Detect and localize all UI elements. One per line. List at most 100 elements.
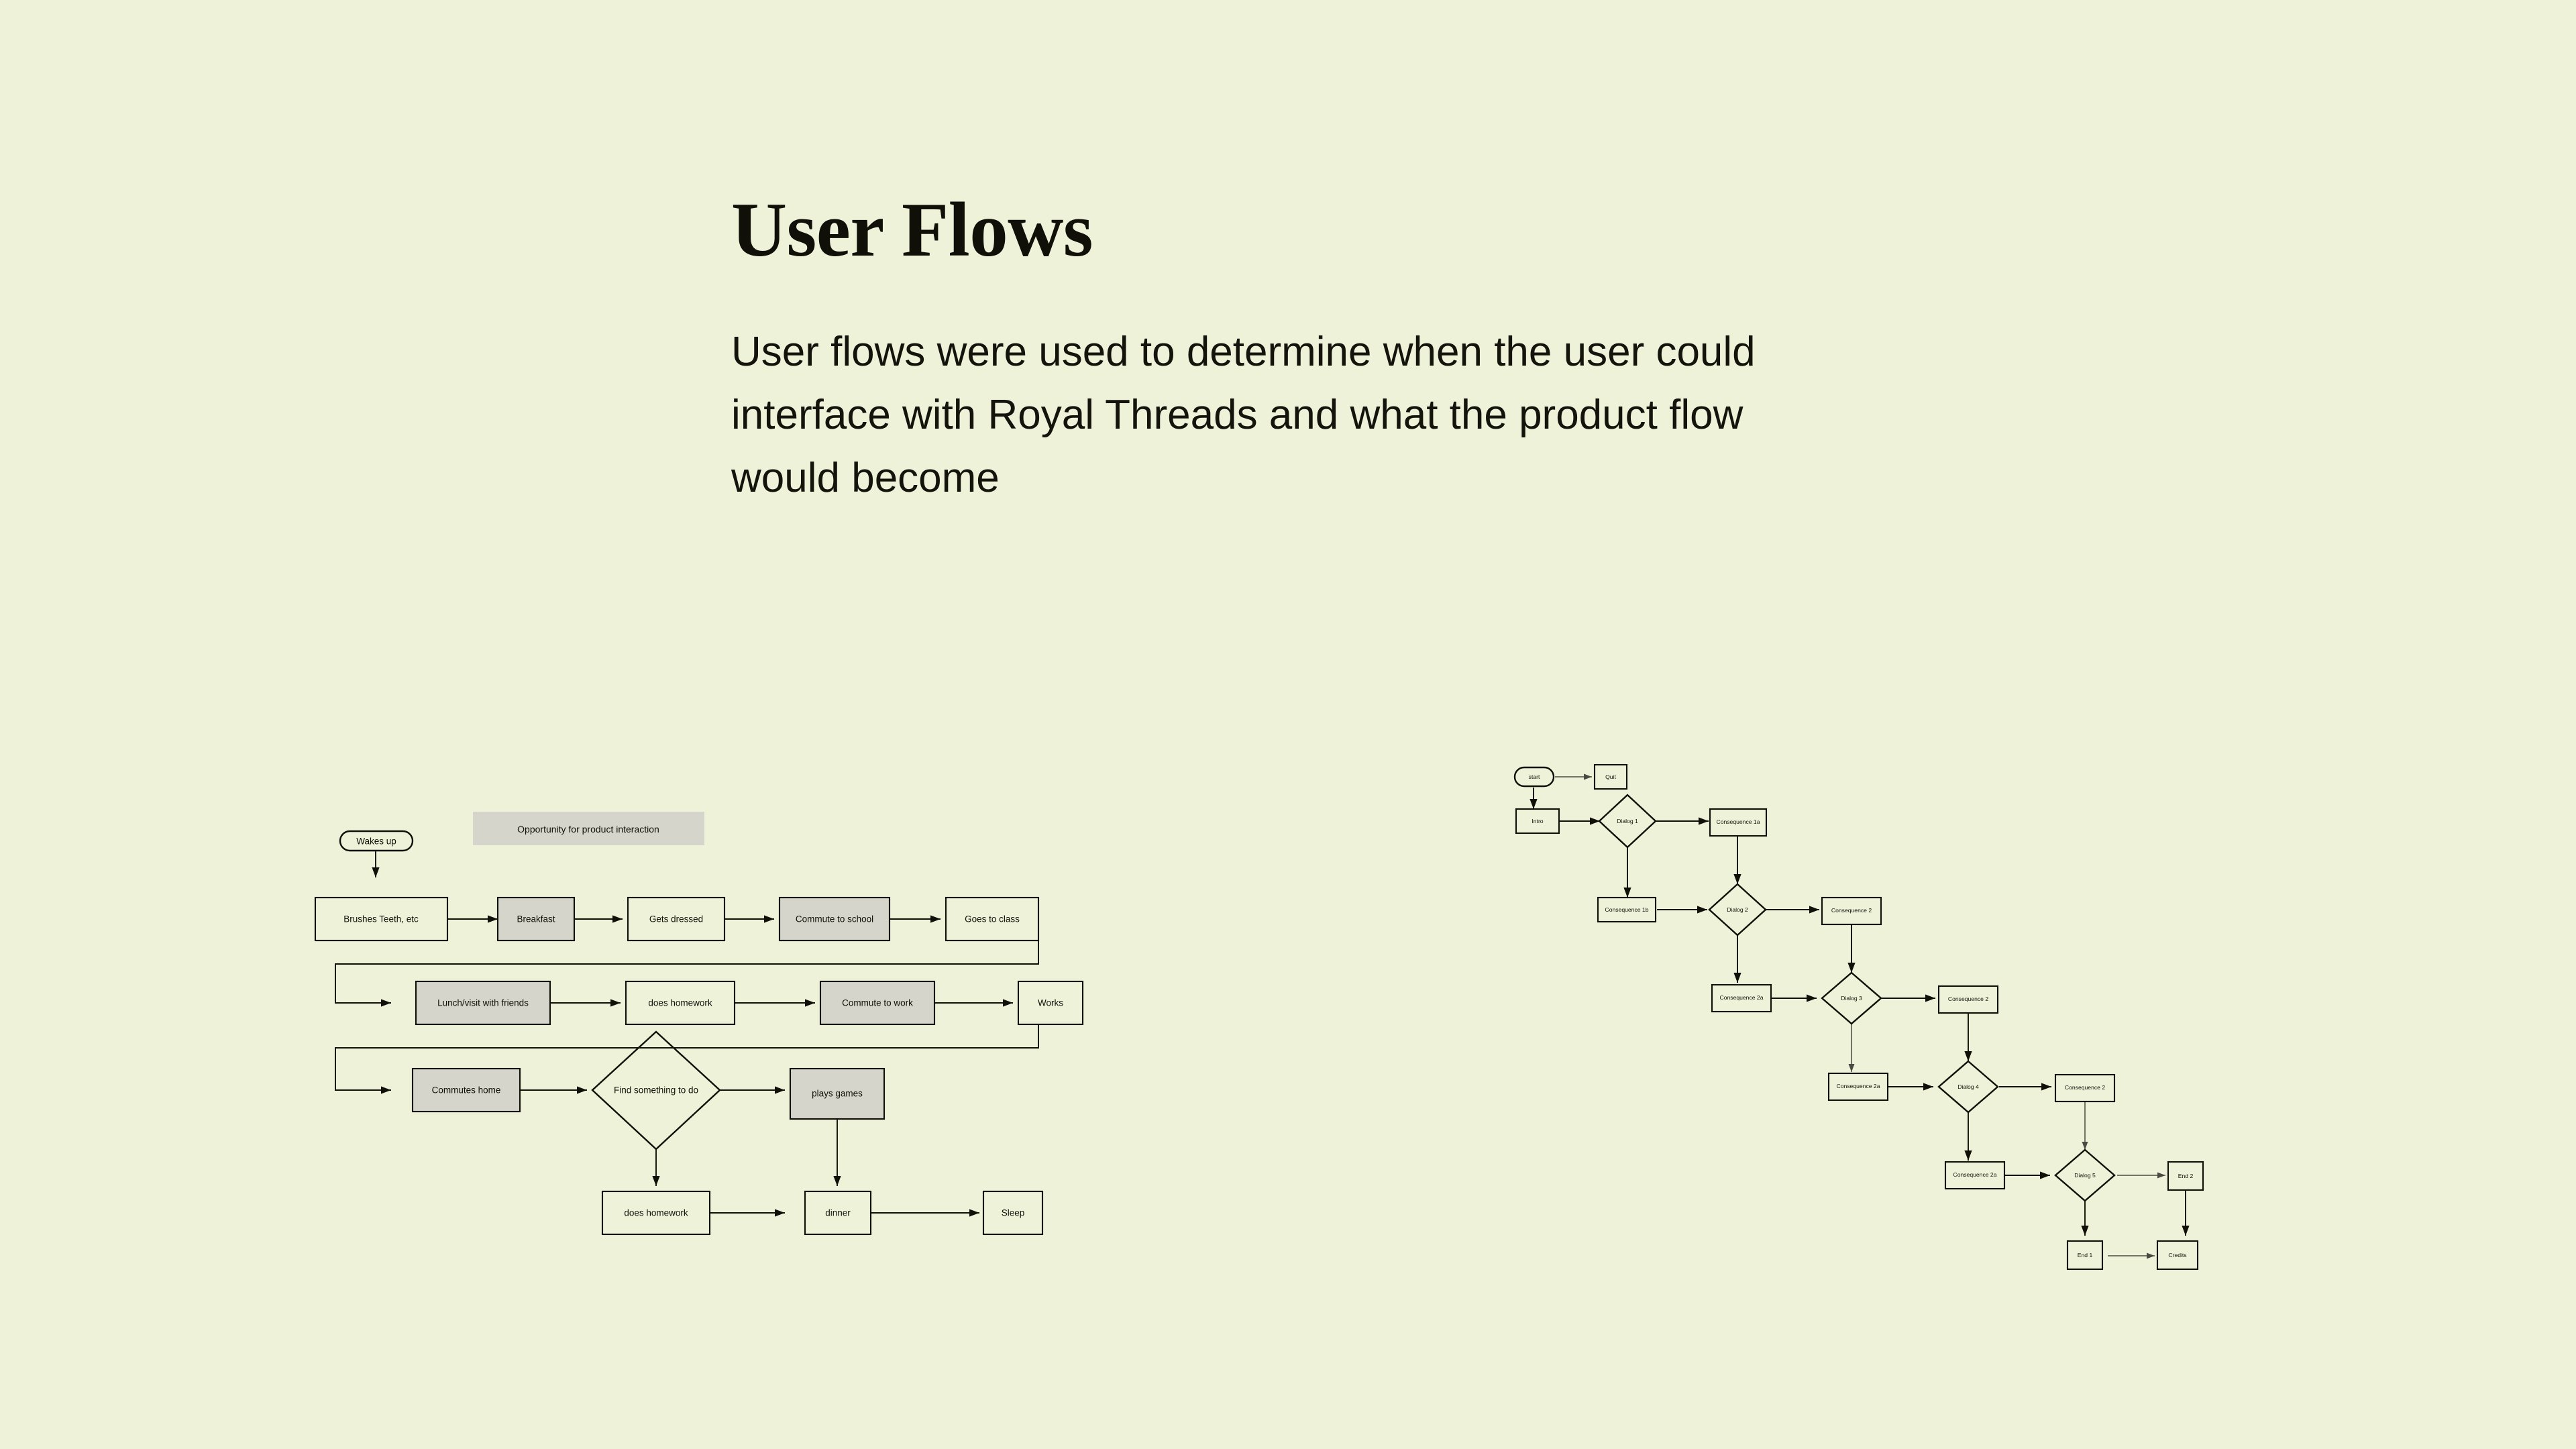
node-label: does homework: [624, 1208, 688, 1218]
edge-works-commuteshome: [335, 1025, 1039, 1094]
node-consequence-1b[interactable]: Consequence 1b: [1597, 896, 1657, 923]
node-dialog-2[interactable]: Dialog 2: [1708, 883, 1767, 936]
node-label: Consequence 2a: [1720, 994, 1764, 1001]
node-consequence-3a[interactable]: Consequence 2a: [1827, 1072, 1889, 1102]
node-does-homework-2[interactable]: does homework: [601, 1190, 711, 1236]
node-commutes-home[interactable]: Commutes home: [411, 1067, 521, 1113]
node-brushes-teeth[interactable]: Brushes Teeth, etc: [314, 896, 449, 942]
node-shape-diamond: [591, 1030, 721, 1150]
node-label: dinner: [825, 1208, 851, 1218]
node-label: Dialog 1: [1617, 818, 1638, 824]
node-credits[interactable]: Credits: [2156, 1240, 2199, 1271]
node-label: Works: [1038, 998, 1063, 1008]
node-shape-diamond: [1821, 971, 1882, 1025]
node-plays-games[interactable]: plays games: [789, 1067, 885, 1120]
node-consequence-4a[interactable]: Consequence 2a: [1944, 1161, 2006, 1190]
node-label: Dialog 5: [2074, 1172, 2096, 1179]
node-label: start: [1529, 773, 1540, 780]
node-label: Dialog 4: [1957, 1083, 1979, 1090]
node-shape-rect: [1821, 896, 1882, 926]
node-label: Consequence 2: [2065, 1084, 2105, 1091]
legend-opportunity: Opportunity for product interaction: [473, 812, 704, 845]
node-shape-rect: [1515, 808, 1560, 835]
node-label: Dialog 3: [1841, 995, 1862, 1002]
node-label: Find something to do: [614, 1085, 698, 1095]
node-label: End 2: [2178, 1173, 2194, 1179]
node-shape-diamond: [1708, 883, 1767, 936]
node-intro[interactable]: Intro: [1515, 808, 1560, 835]
node-shape-rect: [411, 1067, 521, 1113]
node-label: Gets dressed: [649, 914, 703, 924]
legend-swatch: [473, 812, 704, 845]
node-dialog-5[interactable]: Dialog 5: [2054, 1148, 2116, 1202]
node-lunch-visit[interactable]: Lunch/visit with friends: [415, 980, 551, 1026]
node-goes-to-class[interactable]: Goes to class: [945, 896, 1040, 942]
daily-routine-flowchart: Opportunity for product interaction: [314, 798, 1140, 1254]
page-subtitle: User flows were used to determine when t…: [731, 329, 1756, 502]
node-label: End 1: [2078, 1252, 2093, 1258]
node-label: Sleep: [1002, 1208, 1025, 1218]
node-label: Consequence 2a: [1953, 1171, 1997, 1178]
node-label: Consequence 2: [1831, 907, 1872, 914]
node-label: Commute to school: [796, 914, 873, 924]
node-label: Wakes up: [356, 837, 396, 847]
node-shape-rect: [1709, 808, 1768, 837]
node-label: Intro: [1532, 818, 1543, 824]
dialog-tree-flowchart: start Quit Intro Dialog 1 Consequence 1a: [1503, 751, 2267, 1288]
legend-label: Opportunity for product interaction: [517, 824, 659, 835]
node-consequence-4[interactable]: Consequence 2: [2054, 1073, 2116, 1103]
node-shape-rect: [819, 980, 936, 1026]
node-works[interactable]: Works: [1017, 980, 1084, 1026]
node-label: Goes to class: [965, 914, 1020, 924]
node-wakes-up[interactable]: Wakes up: [339, 830, 414, 852]
node-does-homework-1[interactable]: does homework: [625, 980, 736, 1026]
edges-group: [1529, 773, 2190, 1259]
node-shape-diamond: [2054, 1148, 2116, 1202]
node-shape-rect: [2156, 1240, 2199, 1271]
node-label: Lunch/visit with friends: [437, 998, 529, 1008]
node-sleep[interactable]: Sleep: [982, 1190, 1044, 1236]
node-label: Commutes home: [432, 1085, 501, 1095]
node-shape-rect: [1944, 1161, 2006, 1190]
node-label: Consequence 2a: [1837, 1083, 1880, 1089]
node-shape-rect: [627, 896, 726, 942]
node-shape-rect: [1017, 980, 1084, 1026]
node-find-something-to-do[interactable]: Find something to do: [591, 1030, 721, 1150]
node-breakfast[interactable]: Breakfast: [496, 896, 576, 942]
node-label: Breakfast: [517, 914, 555, 924]
node-start[interactable]: start: [1513, 766, 1555, 788]
node-shape-rect: [1827, 1072, 1889, 1102]
node-shape-rect: [314, 896, 449, 942]
node-label: Quit: [1605, 773, 1616, 780]
node-label: plays games: [812, 1089, 863, 1099]
node-shape-rect: [1937, 985, 1999, 1014]
node-commute-to-work[interactable]: Commute to work: [819, 980, 936, 1026]
node-consequence-2[interactable]: Consequence 2: [1821, 896, 1882, 926]
node-label: Credits: [2168, 1252, 2186, 1258]
node-commute-to-school[interactable]: Commute to school: [778, 896, 891, 942]
node-dialog-4[interactable]: Dialog 4: [1937, 1060, 1999, 1114]
node-consequence-1a[interactable]: Consequence 1a: [1709, 808, 1768, 837]
node-shape-rect: [601, 1190, 711, 1236]
node-shape-pill: [339, 830, 414, 852]
page-title: User Flows: [731, 187, 1093, 272]
node-consequence-3[interactable]: Consequence 2: [1937, 985, 1999, 1014]
node-shape-rect: [2054, 1073, 2116, 1103]
node-dialog-3[interactable]: Dialog 3: [1821, 971, 1882, 1025]
node-shape-diamond: [1937, 1060, 1999, 1114]
node-label: Consequence 2: [1948, 996, 1988, 1002]
node-dialog-1[interactable]: Dialog 1: [1598, 794, 1657, 849]
node-consequence-2a[interactable]: Consequence 2a: [1711, 983, 1772, 1013]
node-end-2[interactable]: End 2: [2167, 1161, 2204, 1191]
node-shape-rect: [945, 896, 1040, 942]
slide-text-block: User Flows User flows were used to deter…: [731, 191, 1818, 511]
node-shape-rect: [789, 1067, 885, 1120]
edge-class-lunch: [335, 941, 1039, 1007]
node-shape-rect: [2167, 1161, 2204, 1191]
node-quit[interactable]: Quit: [1593, 763, 1628, 790]
node-end-1[interactable]: End 1: [2066, 1240, 2104, 1271]
node-label: Consequence 1a: [1717, 818, 1760, 825]
node-gets-dressed[interactable]: Gets dressed: [627, 896, 726, 942]
node-shape-rect: [778, 896, 891, 942]
node-dinner[interactable]: dinner: [804, 1190, 872, 1236]
